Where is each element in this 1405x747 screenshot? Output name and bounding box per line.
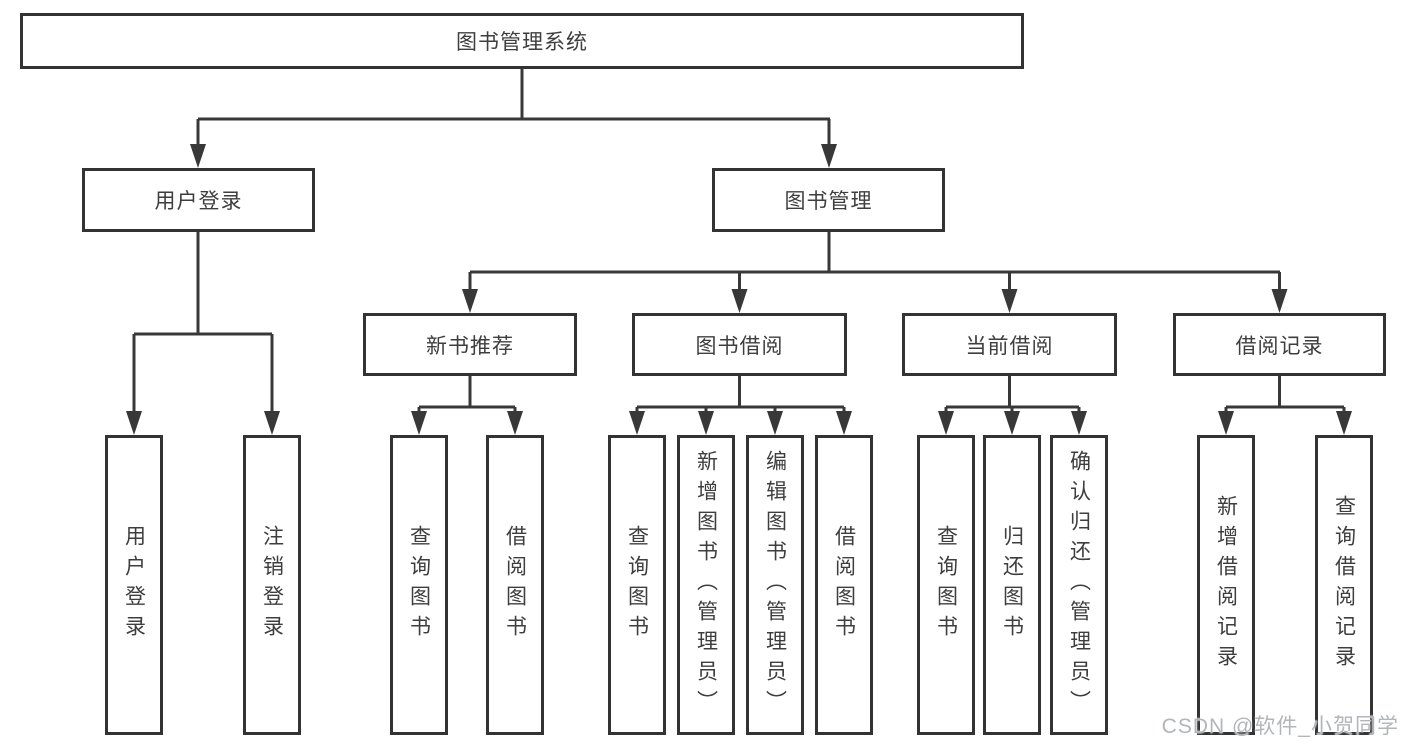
node-library-system: 图书管理系统	[20, 13, 1024, 69]
leaf-borrow-books-2-label: 借阅图书	[832, 525, 856, 645]
node-current-borrowing: 当前借阅	[902, 313, 1117, 376]
leaf-query-books-3: 查询图书	[917, 435, 975, 735]
leaf-edit-books-admin-label: 编辑图书（管理员）	[763, 450, 787, 720]
leaf-add-borrow-record-label: 新增借阅记录	[1214, 495, 1238, 675]
node-user-login: 用户登录	[82, 168, 315, 232]
leaf-user-login-label: 用户登录	[122, 525, 146, 645]
leaf-confirm-return-admin-label: 确认归还（管理员）	[1067, 450, 1091, 720]
leaf-logout: 注销登录	[243, 435, 301, 735]
leaf-query-books-1-label: 查询图书	[407, 525, 431, 645]
node-borrowing-records: 借阅记录	[1173, 313, 1386, 376]
leaf-borrow-books-1-label: 借阅图书	[503, 525, 527, 645]
leaf-confirm-return-admin: 确认归还（管理员）	[1050, 435, 1108, 735]
leaf-query-books-3-label: 查询图书	[934, 525, 958, 645]
leaf-borrow-books-2: 借阅图书	[815, 435, 873, 735]
leaf-add-books-admin: 新增图书（管理员）	[677, 435, 735, 735]
leaf-return-books: 归还图书	[983, 435, 1041, 735]
node-new-book-recommend: 新书推荐	[363, 313, 577, 376]
node-book-management: 图书管理	[712, 168, 945, 232]
leaf-add-borrow-record: 新增借阅记录	[1197, 435, 1255, 735]
leaf-return-books-label: 归还图书	[1000, 525, 1024, 645]
leaf-user-login: 用户登录	[105, 435, 163, 735]
leaf-query-borrow-record-label: 查询借阅记录	[1332, 495, 1356, 675]
leaf-add-books-admin-label: 新增图书（管理员）	[694, 450, 718, 720]
leaf-edit-books-admin: 编辑图书（管理员）	[746, 435, 804, 735]
leaf-query-books-2-label: 查询图书	[625, 525, 649, 645]
leaf-query-borrow-record: 查询借阅记录	[1315, 435, 1373, 735]
node-book-borrowing: 图书借阅	[632, 313, 847, 376]
leaf-logout-label: 注销登录	[260, 525, 284, 645]
leaf-borrow-books-1: 借阅图书	[486, 435, 544, 735]
watermark: CSDN @软件_小贺同学	[1161, 715, 1399, 738]
leaf-query-books-2: 查询图书	[608, 435, 666, 735]
leaf-query-books-1: 查询图书	[390, 435, 448, 735]
